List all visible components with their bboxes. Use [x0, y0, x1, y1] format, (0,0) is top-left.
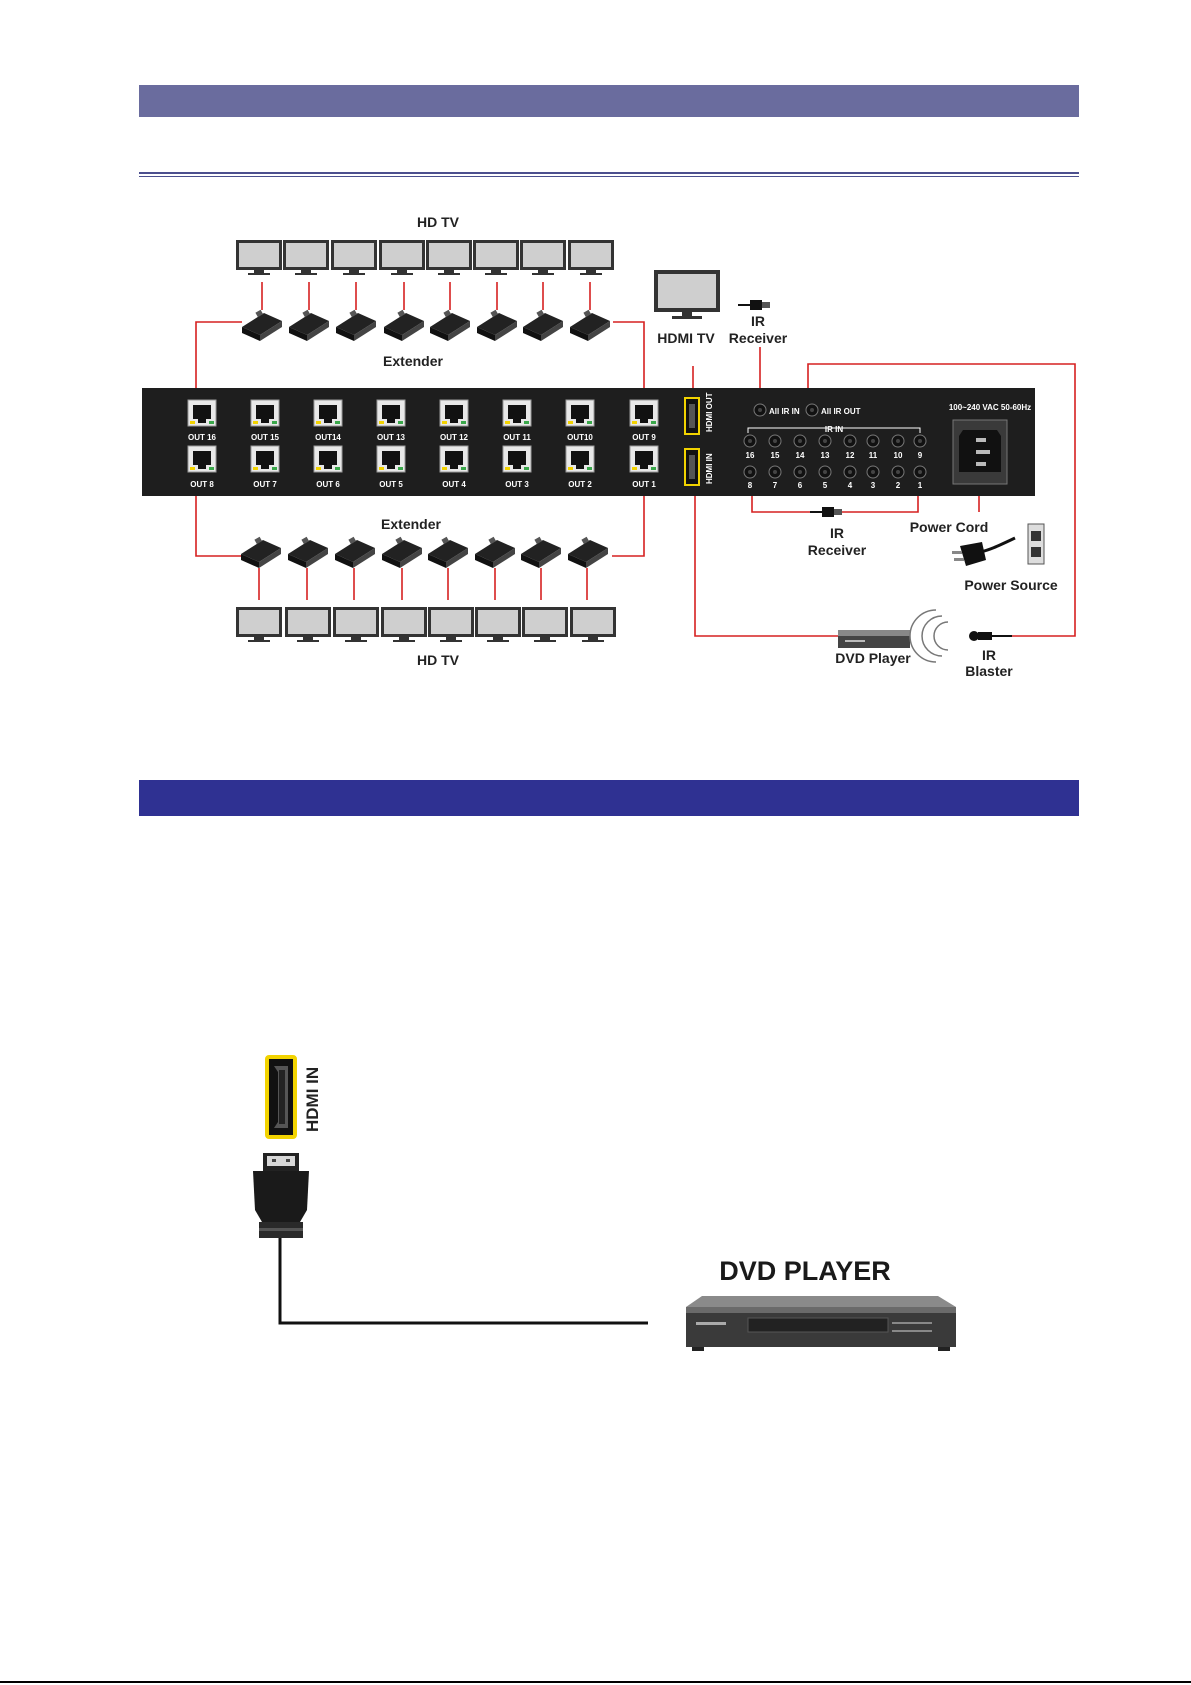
out-2-label: OUT 2: [568, 480, 592, 489]
hdtv-bottom-label: HD TV: [417, 652, 460, 668]
ir-num-8: 8: [748, 481, 753, 490]
hdmi-out-port-label: HDMI OUT: [705, 392, 714, 432]
ir-receiver-top-line2: Receiver: [729, 330, 788, 346]
out-10-label: OUT10: [567, 433, 593, 442]
dvd-player-large-icon: [686, 1296, 956, 1351]
hdtv-top-row: [236, 240, 614, 275]
ir-receiver-bottom-icon: [810, 507, 842, 517]
hdmi-in-large-label: HDMI IN: [303, 1067, 322, 1132]
ir-in-bracket: [747, 427, 921, 433]
out-1-label: OUT 1: [632, 480, 656, 489]
ir-num-9: 9: [918, 451, 923, 460]
top-wires: [195, 282, 1076, 637]
ir-receiver-bottom-line2: Receiver: [808, 542, 867, 558]
hdtv-bottom-row: [236, 607, 616, 642]
hdmi-in-port-label: HDMI IN: [705, 453, 714, 484]
ir-num-4: 4: [848, 481, 853, 490]
section-rule: [139, 172, 1079, 174]
extender-top-row: [242, 309, 610, 341]
ir-num-2: 2: [896, 481, 901, 490]
ir-num-12: 12: [846, 451, 855, 460]
hdmi-connection-illustration: HDMI IN DVD PLAYER: [253, 1055, 956, 1351]
power-source-label: Power Source: [964, 577, 1058, 593]
ir-signal-icon: [909, 609, 949, 663]
out-3-label: OUT 3: [505, 480, 529, 489]
ir-blaster-icon: [969, 631, 1012, 641]
ir-num-1: 1: [918, 481, 923, 490]
ir-num-11: 11: [869, 451, 878, 460]
extender-top-label: Extender: [383, 353, 443, 369]
out-12-label: OUT 12: [440, 433, 469, 442]
ir-num-5: 5: [823, 481, 828, 490]
ir-blaster-line1: IR: [982, 647, 996, 663]
out-13-label: OUT 13: [377, 433, 406, 442]
all-ir-in-label: All IR IN: [769, 407, 800, 416]
out-9-label: OUT 9: [632, 433, 656, 442]
ir-num-6: 6: [798, 481, 803, 490]
all-ir-in-jack: [753, 403, 767, 417]
connection-diagram: HD TV Extender: [142, 214, 1076, 679]
ir-num-14: 14: [796, 451, 805, 460]
hdmi-in-port-large: [265, 1055, 297, 1139]
hdmi-out-port: [684, 397, 700, 435]
hdmi-connector-icon: [253, 1153, 309, 1238]
ir-in-label: IR IN: [825, 425, 843, 434]
out-14-label: OUT14: [315, 433, 341, 442]
power-cord-label: Power Cord: [910, 519, 989, 535]
ir-num-7: 7: [773, 481, 778, 490]
power-outlet-icon: [1027, 523, 1045, 565]
dvd-player-icon: [838, 630, 910, 648]
out-16-label: OUT 16: [188, 433, 217, 442]
ir-receiver-top-icon: [738, 300, 770, 310]
out-5-label: OUT 5: [379, 480, 403, 489]
extender-bottom-label: Extender: [381, 516, 441, 532]
ir-num-15: 15: [771, 451, 780, 460]
out-15-label: OUT 15: [251, 433, 280, 442]
all-ir-out-jack: [805, 403, 819, 417]
hdtv-top-label: HD TV: [417, 214, 460, 230]
hdmi-in-port: [684, 448, 700, 486]
out-4-label: OUT 4: [442, 480, 466, 489]
ir-num-3: 3: [871, 481, 876, 490]
ir-num-13: 13: [821, 451, 830, 460]
power-plug-icon: [952, 536, 1016, 566]
ir-receiver-top-line1: IR: [751, 313, 765, 329]
ir-blaster-line2: Blaster: [965, 663, 1013, 679]
ir-receiver-bottom-line1: IR: [830, 525, 844, 541]
out-7-label: OUT 7: [253, 480, 277, 489]
header-band: [139, 85, 1079, 117]
power-spec-label: 100~240 VAC 50-60Hz: [949, 403, 1031, 412]
power-socket: [952, 419, 1008, 485]
ir-num-10: 10: [894, 451, 903, 460]
dvd-player-label: DVD Player: [835, 650, 911, 666]
section-rule-thin: [139, 176, 1079, 177]
section-band: [139, 780, 1079, 816]
out-11-label: OUT 11: [503, 433, 531, 442]
ir-num-16: 16: [746, 451, 755, 460]
extender-bottom-row: [241, 536, 608, 568]
hdmi-tv-label: HDMI TV: [657, 330, 715, 346]
page-bottom-rule: [0, 1681, 1191, 1683]
dvd-player-title: DVD PLAYER: [719, 1256, 891, 1286]
hdmi-tv-icon: [654, 270, 720, 319]
hdmi-cable: [278, 1238, 648, 1325]
out-6-label: OUT 6: [316, 480, 340, 489]
all-ir-out-label: All IR OUT: [821, 407, 861, 416]
out-8-label: OUT 8: [190, 480, 214, 489]
